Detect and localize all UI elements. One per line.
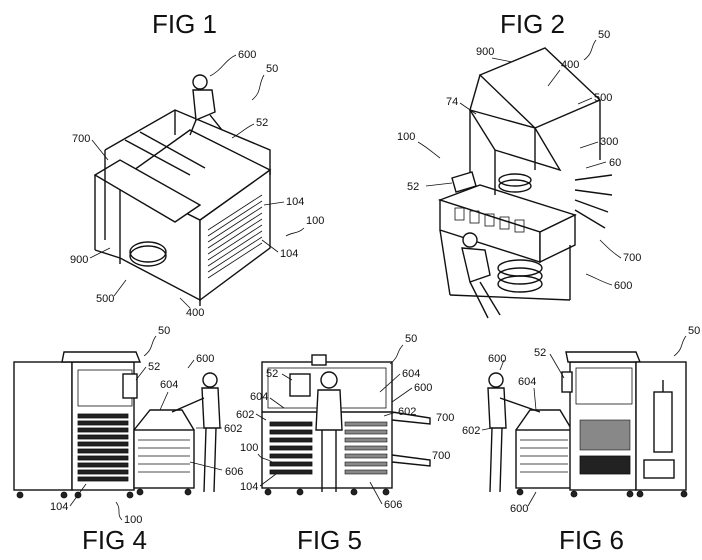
figure-6-machine	[515, 351, 688, 498]
fig2-ref-100: 100	[397, 131, 415, 143]
figure-2: FIG 2	[397, 9, 641, 319]
fig5-ref-50: 50	[405, 333, 417, 345]
fig2-ref-500: 500	[594, 92, 612, 104]
fig6-ref-604: 604	[518, 376, 536, 388]
fig6-ref-600: 600	[488, 353, 506, 365]
figure-5-operator	[315, 371, 343, 492]
fig1-ref-600: 600	[238, 49, 256, 61]
figure-4-title: FIG 4	[82, 525, 147, 555]
fig1-ref-400: 400	[186, 307, 204, 319]
fig5-ref-604-b: 604	[402, 368, 420, 380]
fig5-ref-52: 52	[266, 368, 278, 380]
fig2-ref-900: 900	[476, 46, 494, 58]
fig4-ref-606: 606	[225, 466, 243, 478]
fig1-ref-700: 700	[72, 133, 90, 145]
fig5-ref-700-a: 700	[436, 412, 454, 424]
figure-2-operator	[461, 232, 501, 319]
figure-1: FIG 1	[70, 9, 324, 319]
fig6-ref-50: 50	[688, 325, 700, 337]
figure-4-trays	[77, 413, 129, 482]
fig4-ref-100: 100	[124, 514, 142, 526]
fig4-ref-104: 104	[50, 501, 68, 513]
figure-4: FIG 4	[13, 325, 243, 555]
fig5-ref-700-b: 700	[432, 450, 450, 462]
figure-5-right-stack	[344, 421, 388, 475]
fig4-ref-604: 604	[160, 379, 178, 391]
figure-4-machine	[13, 351, 195, 499]
fig4-ref-50: 50	[158, 325, 170, 337]
fig2-ref-700: 700	[623, 252, 641, 264]
fig5-ref-100: 100	[240, 442, 258, 454]
fig4-ref-602: 602	[224, 423, 242, 435]
figure-2-title: FIG 2	[500, 9, 565, 39]
figure-5-left-stack	[269, 421, 313, 475]
fig5-ref-602-a: 602	[236, 409, 254, 421]
fig4-ref-600: 600	[196, 353, 214, 365]
fig5-ref-104: 104	[240, 481, 258, 493]
fig2-ref-50: 50	[598, 29, 610, 41]
fig2-ref-600: 600	[614, 280, 632, 292]
fig1-ref-100: 100	[306, 215, 324, 227]
fig5-ref-606: 606	[384, 499, 402, 511]
fig2-ref-400: 400	[561, 59, 579, 71]
fig1-ref-900: 900	[70, 254, 88, 266]
figure-1-operator	[189, 74, 223, 136]
figure-2-machine	[437, 47, 613, 301]
figure-1-title: FIG 1	[152, 9, 217, 39]
fig1-ref-50: 50	[266, 63, 278, 75]
figure-6-title: FIG 6	[559, 525, 624, 555]
fig2-ref-52: 52	[407, 181, 419, 193]
fig1-ref-104-a: 104	[286, 196, 304, 208]
fig2-ref-300: 300	[600, 136, 618, 148]
fig5-ref-604-a: 604	[250, 391, 268, 403]
fig4-ref-52: 52	[148, 361, 160, 373]
figure-6: FIG 6	[462, 325, 700, 555]
fig1-ref-500: 500	[96, 293, 114, 305]
figure-1-machine	[93, 109, 272, 306]
fig5-ref-602-b: 602	[398, 406, 416, 418]
figure-1-rack	[207, 194, 263, 279]
fig1-ref-104-b: 104	[280, 248, 298, 260]
fig1-ref-52: 52	[256, 117, 268, 129]
fig2-ref-60: 60	[609, 157, 621, 169]
fig6-ref-600-b: 600	[510, 503, 528, 515]
fig6-ref-602: 602	[462, 425, 480, 437]
fig6-ref-52: 52	[534, 347, 546, 359]
figure-5-title: FIG 5	[297, 525, 362, 555]
figure-6-operator	[487, 372, 541, 493]
fig2-ref-74: 74	[446, 96, 458, 108]
figure-5: FIG 5	[236, 333, 454, 555]
fig5-ref-600: 600	[414, 382, 432, 394]
